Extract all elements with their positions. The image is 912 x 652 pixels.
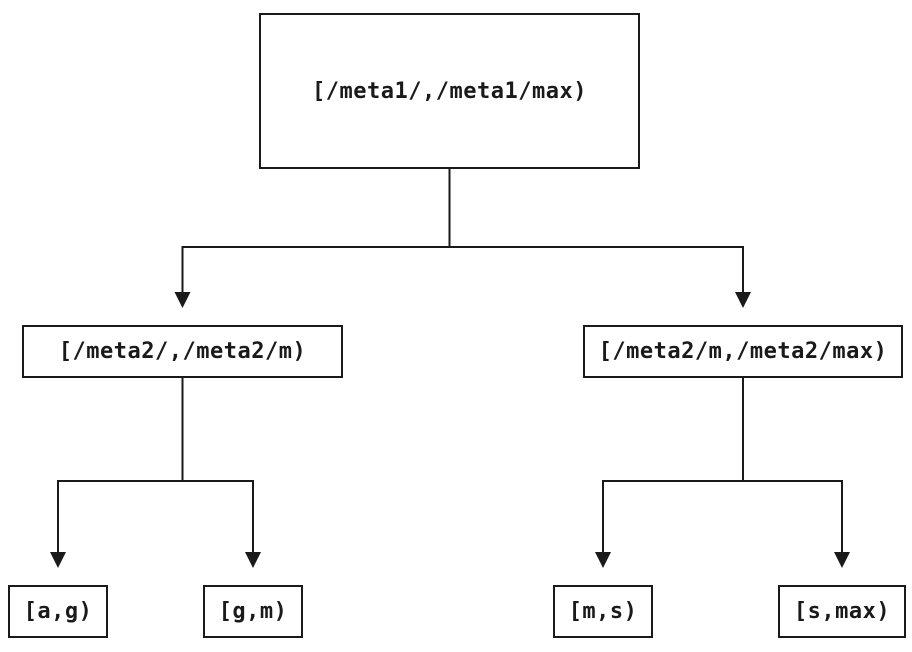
node-label: [s,max) [793,599,891,624]
node-leaf-smax: [s,max) [778,585,906,638]
arrowhead-right-child [735,292,751,308]
node-label: [m,s) [568,599,638,624]
node-label: [/meta1/,/meta1/max) [312,78,587,104]
node-meta1-range: [/meta1/,/meta1/max) [259,13,640,169]
node-meta2-right-range: [/meta2/m,/meta2/max) [583,325,903,378]
arrowhead-left-child [174,292,191,308]
node-label: [g,m) [218,599,288,624]
arrowhead-leaf-ag [50,552,66,568]
node-meta2-left-range: [/meta2/,/meta2/m) [22,325,343,378]
arrowhead-leaf-gm [245,552,261,568]
node-label: [/meta2/,/meta2/m) [58,339,307,364]
node-leaf-gm: [g,m) [203,585,303,638]
node-leaf-ag: [a,g) [8,585,108,638]
node-label: [a,g) [23,599,93,624]
node-label: [/meta2/m,/meta2/max) [598,339,888,364]
arrowhead-leaf-smax [834,552,850,568]
arrowhead-leaf-ms [595,552,611,568]
node-leaf-ms: [m,s) [553,585,653,638]
